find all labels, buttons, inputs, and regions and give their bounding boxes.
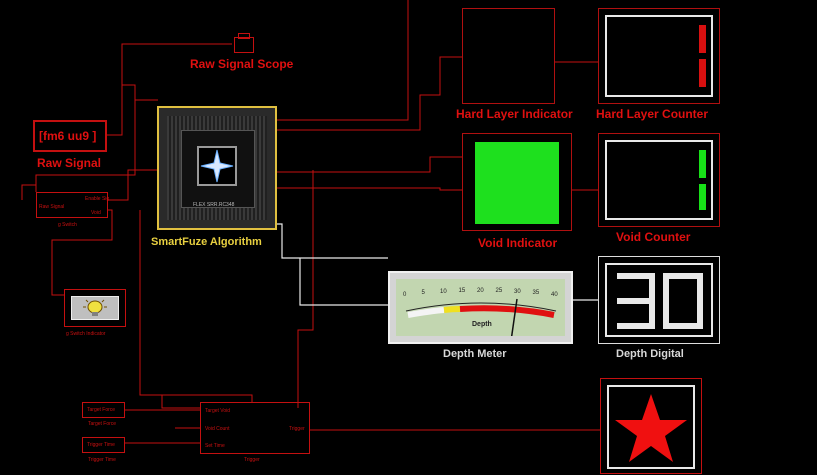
depth-meter-label: Depth Meter: [443, 348, 507, 360]
hard-layer-counter[interactable]: [598, 8, 720, 104]
depth-digital-value: 30: [607, 265, 608, 266]
chip-text: FLEX SRR.RC348: [193, 202, 234, 208]
trigger-time-block[interactable]: Trigger Time: [82, 437, 125, 453]
meter-unit: Depth: [472, 321, 492, 328]
trigger-caption: Trigger: [244, 457, 260, 463]
star-icon: [609, 387, 693, 467]
lamp-block[interactable]: [64, 289, 126, 327]
void-indicator-label: Void Indicator: [478, 236, 557, 250]
hard-layer-indicator[interactable]: [462, 8, 555, 104]
meter-scale-label: 20: [477, 288, 484, 294]
counter-digit: [699, 150, 706, 178]
meter-scale-label: 5: [422, 290, 425, 296]
bulb-icon: [72, 297, 118, 319]
scope-block[interactable]: [234, 33, 256, 55]
scope-icon: [234, 37, 254, 53]
smartfuze-block[interactable]: FLEX SRR.RC348: [157, 106, 277, 230]
lamp-caption: g Switch Indicator: [66, 331, 105, 337]
trigger-time-caption: Trigger Time: [88, 457, 116, 463]
void-counter[interactable]: [598, 133, 720, 227]
target-force-caption: Target Force: [88, 421, 116, 427]
meter-scale-label: 30: [514, 289, 521, 295]
meter-scale-label: 35: [533, 290, 540, 296]
meter-scale-label: 15: [459, 288, 466, 294]
switch-caption: g Switch: [58, 222, 77, 228]
meter-scale-label: 25: [496, 288, 503, 294]
hard-layer-counter-label: Hard Layer Counter: [596, 107, 708, 121]
depth-digital[interactable]: 30: [598, 256, 720, 344]
depth-digital-label: Depth Digital: [616, 348, 684, 360]
raw-signal-display: [fm6 uu9 ]: [39, 129, 96, 143]
scope-label: Raw Signal Scope: [190, 57, 293, 71]
meter-scale-label: 10: [440, 289, 447, 295]
meter-scale-label: 40: [551, 292, 558, 298]
switch-block[interactable]: Raw Signal Enable Sig Void: [36, 192, 108, 218]
depth-meter[interactable]: 0 5 10 15 20 25 30 35 40 Depth: [388, 271, 573, 344]
star-indicator[interactable]: [600, 378, 702, 474]
void-counter-label: Void Counter: [616, 230, 690, 244]
counter-digit: [699, 25, 706, 53]
raw-signal-block[interactable]: [fm6 uu9 ]: [33, 120, 107, 152]
void-indicator-lamp: [475, 142, 559, 224]
hard-layer-indicator-label: Hard Layer Indicator: [456, 107, 573, 121]
raw-signal-label: Raw Signal: [37, 156, 101, 170]
void-indicator[interactable]: [462, 133, 572, 231]
smartfuze-label: SmartFuze Algorithm: [151, 236, 262, 248]
trigger-block[interactable]: Target Void Void Count Set Time Trigger: [200, 402, 310, 454]
chip-star-icon: [199, 148, 235, 184]
target-force-block[interactable]: Target Force: [82, 402, 125, 418]
meter-scale-label: 0: [403, 292, 406, 298]
